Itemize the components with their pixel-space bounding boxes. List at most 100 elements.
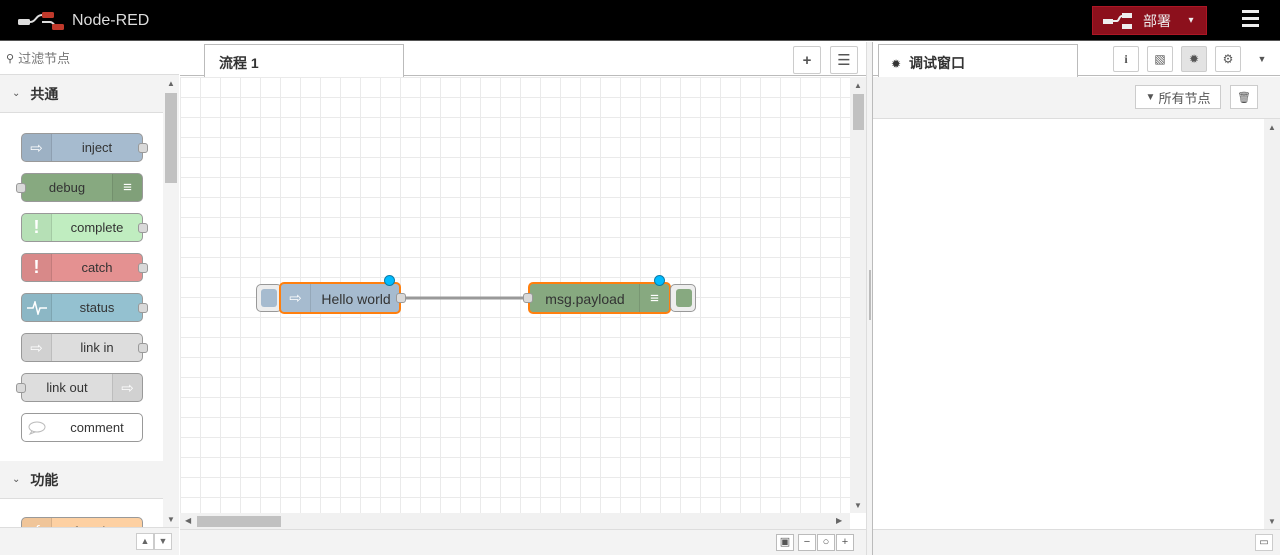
scroll-up-icon[interactable]: ▲ [854,81,862,90]
palette-scrollbar[interactable]: ▲ ▼ [163,75,179,527]
palette-node-comment[interactable]: comment [21,413,143,442]
caret-down-icon: ▼ [1257,54,1267,64]
output-port [138,223,148,233]
palette-node-debug[interactable]: debug ≡ [16,173,143,202]
node-label: comment [70,420,124,435]
scroll-up-icon[interactable]: ▲ [1268,123,1276,132]
link-in-icon: ⇨ [22,334,52,361]
category-header-common[interactable]: ⌄ 共通 [0,75,163,113]
scroll-right-icon[interactable]: ▶ [836,516,843,525]
node-label: status [79,300,115,315]
inject-trigger-button[interactable] [256,284,282,312]
sidebar-menu-button[interactable]: ▼ [1249,46,1275,72]
category-label: 功能 [30,471,59,488]
info-button[interactable]: i [1113,46,1139,72]
workspace-tabbar: 流程 1 + ☰ [180,42,866,77]
clear-debug-button[interactable]: 🗑 [1230,85,1258,109]
palette-search-input[interactable] [18,50,169,66]
category-body-common: ⇨ inject debug ≡ ! complete ! catch stat… [0,113,163,461]
palette-search: ⚲ [0,42,179,75]
input-port [16,383,26,393]
debug-list-icon: ≡ [639,284,669,312]
zoom-reset-icon[interactable]: ○ [817,534,835,551]
bug-icon: ✹ [1188,52,1200,66]
palette-node-function[interactable]: f function [21,517,143,527]
add-flow-button[interactable]: + [793,46,821,74]
chevron-down-icon: ⌄ [12,474,21,485]
scroll-left-icon[interactable]: ◀ [185,516,192,525]
debug-button[interactable]: ✹ [1181,46,1207,72]
list-flows-button[interactable]: ☰ [830,46,858,74]
palette-node-complete[interactable]: ! complete [21,213,148,242]
flow-node-hello-world[interactable]: ⇨ Hello world [279,282,406,314]
deploy-button[interactable]: 部署 ▾ [1092,6,1207,35]
collapse-all-icon[interactable]: ▼ [154,533,172,550]
output-port[interactable] [396,293,406,303]
deploy-caret-icon[interactable]: ▾ [1188,15,1194,26]
info-icon: i [1124,51,1128,66]
node-label: msg.payload [545,291,625,307]
scroll-thumb[interactable] [165,93,177,183]
monitor-icon[interactable]: ▭ [1255,534,1273,551]
sidebar-footer: ▭ [873,529,1280,555]
debug-toggle-inner [676,289,692,307]
expand-all-icon[interactable]: ▲ [136,533,154,550]
scroll-down-icon[interactable]: ▼ [1268,517,1276,526]
deploy-icon [1103,12,1132,29]
hamburger-icon-bar [1242,24,1259,27]
flow-canvas[interactable]: ⇨ Hello world msg.payload ≡ [180,77,850,513]
canvas-vertical-scrollbar[interactable]: ▲ ▼ [850,77,866,513]
pulse-icon [22,294,52,321]
canvas-horizontal-scrollbar[interactable]: ◀ ▶ [180,513,850,529]
category-label: 共通 [30,85,59,102]
debug-messages [873,119,1264,529]
sidebar-scrollbar[interactable]: ▲ ▼ [1264,119,1280,529]
palette-footer: ▲ ▼ [0,527,179,555]
zoom-in-icon[interactable]: + [836,534,854,551]
scroll-down-icon[interactable]: ▼ [167,515,175,524]
node-label: complete [70,220,124,235]
tab-flow-1[interactable]: 流程 1 [204,44,404,77]
output-port [138,263,148,273]
sidebar-splitter[interactable] [866,42,872,555]
filter-label: 所有节点 [1158,90,1211,106]
exclamation-icon: ! [22,214,52,241]
navigator-icon[interactable]: ▣ [776,534,794,551]
filter-button[interactable]: ▼ 所有节点 [1135,85,1221,109]
scroll-thumb[interactable] [853,94,864,130]
speech-bubble-icon [22,414,52,441]
workspace-footer: ▣ − ○ + [180,529,866,555]
category-body-function: f function [0,499,163,527]
palette-node-link-in[interactable]: ⇨ link in [21,333,148,362]
palette-node-catch[interactable]: ! catch [21,253,148,282]
palette-node-link-out[interactable]: link out ⇨ [16,373,143,402]
palette-node-status[interactable]: status [21,293,148,322]
debug-toggle-button[interactable] [670,284,696,312]
flow-node-msg-payload[interactable]: msg.payload ≡ [523,282,671,314]
tab-debug[interactable]: ✹ 调试窗口 [878,44,1078,77]
debug-list-icon: ≡ [112,174,142,201]
node-palette: ⚲ ⌄ 共通 ⇨ inject debug ≡ ! complete ! cat… [0,42,179,555]
app-title: Node-RED [72,12,150,29]
scroll-up-icon[interactable]: ▲ [167,79,175,88]
input-port[interactable] [523,293,533,303]
category-header-function[interactable]: ⌄ 功能 [0,461,163,499]
config-button[interactable]: ⚙ [1215,46,1241,72]
sidebar: ✹ 调试窗口 i ▧ ✹ ⚙ ▼ ▼ 所有节点 🗑 ▲ ▼ ▭ [872,42,1280,555]
help-button[interactable]: ▧ [1147,46,1173,72]
palette-node-inject[interactable]: ⇨ inject [21,133,148,162]
output-port [138,143,148,153]
node-label: link in [80,340,114,355]
app-logo: Node-RED [18,11,149,31]
splitter-grip[interactable] [869,270,871,320]
scroll-down-icon[interactable]: ▼ [854,501,862,510]
exclamation-icon: ! [22,254,52,281]
zoom-out-icon[interactable]: − [798,534,816,551]
scroll-thumb[interactable] [197,516,281,527]
input-port [16,183,26,193]
node-label: inject [81,140,113,155]
main-menu-button[interactable] [1236,10,1266,32]
output-port [138,303,148,313]
output-port [138,343,148,353]
plus-icon: + [802,51,812,69]
